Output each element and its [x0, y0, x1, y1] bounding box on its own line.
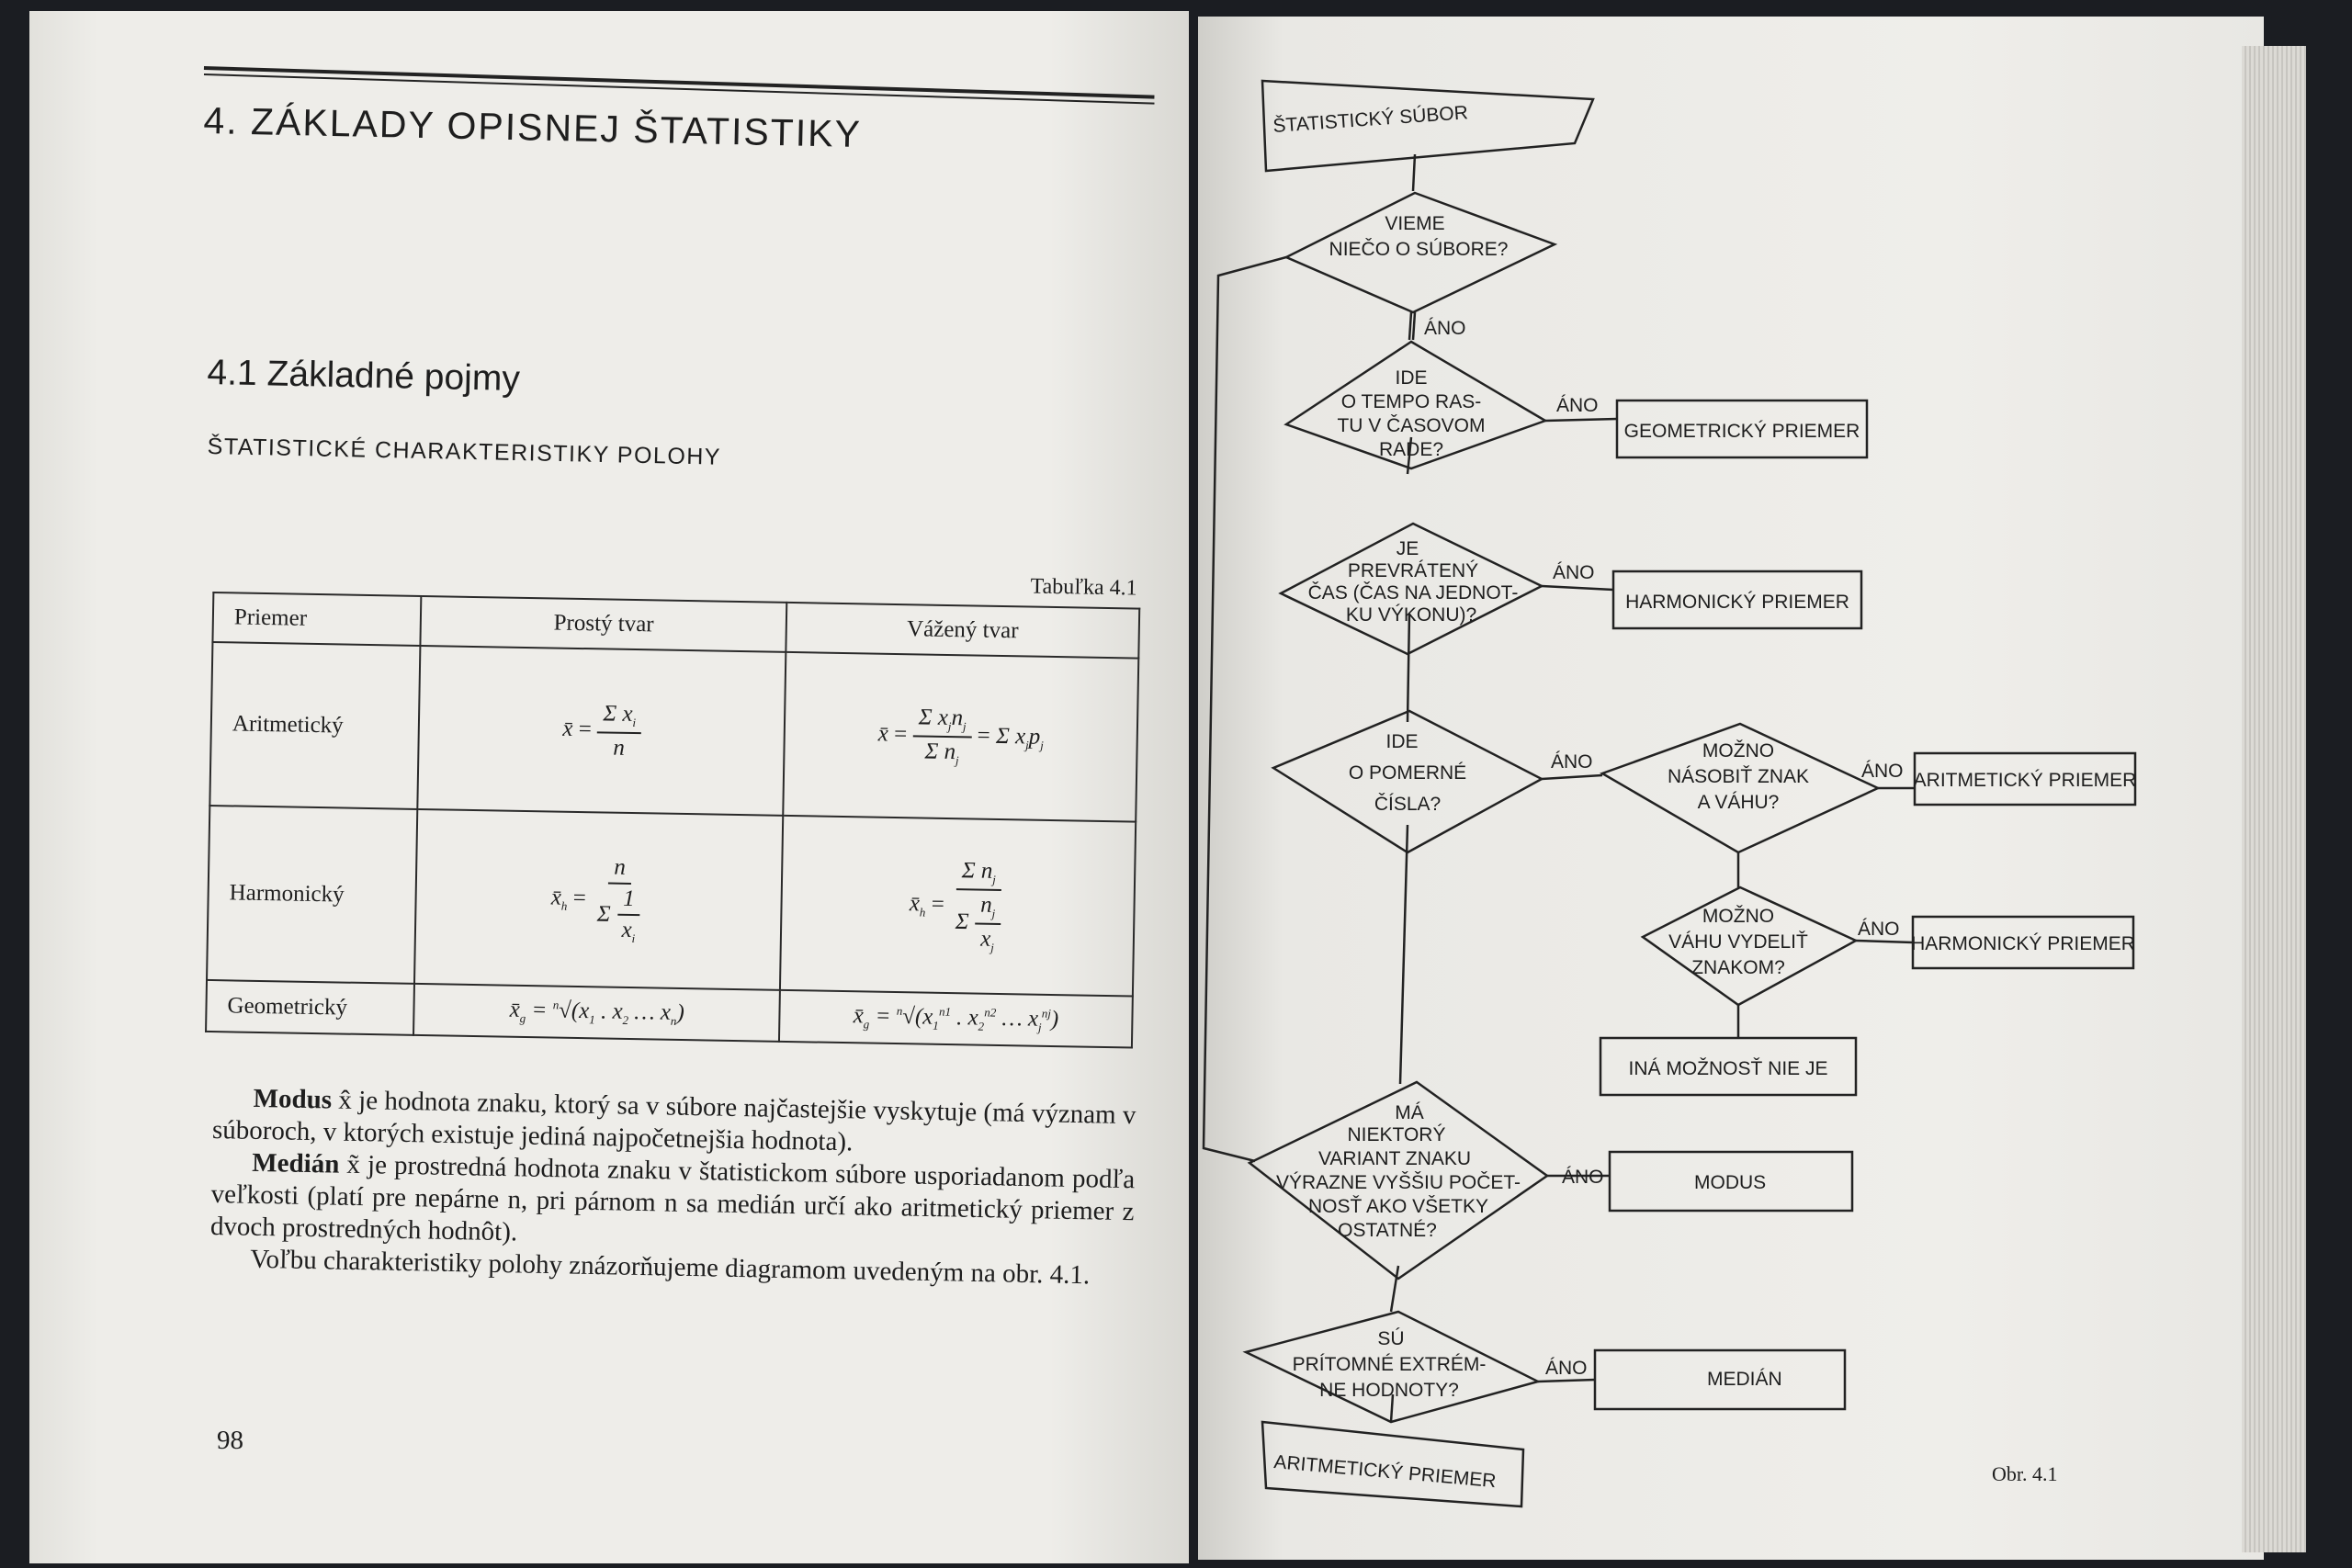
- q7-line-2: NIEKTORÝ: [1348, 1124, 1446, 1145]
- q8-line-1: SÚ: [1377, 1328, 1404, 1349]
- q1-diamond: [1283, 191, 1558, 314]
- start-box: [1261, 79, 1595, 173]
- q2-line-2: O TEMPO RAS-: [1341, 391, 1481, 412]
- q3-line-3: ČAS (ČAS NA JEDNOT-: [1308, 582, 1519, 604]
- end-box: [1261, 1420, 1525, 1508]
- r6-no-box: [1599, 1036, 1858, 1097]
- row-name-aritmeticky: Aritmetický: [209, 642, 421, 809]
- q5-line-3: A VÁHU?: [1698, 792, 1780, 813]
- stats-table: Priemer Prostý tvar Vážený tvar Aritmeti…: [205, 592, 1140, 1049]
- header-prosty-tvar: Prostý tvar: [420, 595, 787, 652]
- q7-line-5: NOSŤ AKO VŠETKY: [1308, 1196, 1488, 1217]
- page-edges: [2242, 46, 2306, 1552]
- r2-box: [1615, 399, 1869, 459]
- left-page: [29, 11, 1189, 1563]
- row-name-geometricky: Geometrický: [206, 979, 415, 1035]
- r6-box: [1911, 915, 2135, 970]
- q5-line-1: MOŽNO: [1702, 740, 1774, 761]
- r8-box: [1593, 1348, 1847, 1411]
- section-title: 4.1 Základné pojmy: [207, 353, 521, 400]
- q7-line-6: OSTATNÉ?: [1338, 1220, 1437, 1241]
- q4-diamond: [1271, 709, 1544, 854]
- q8-line-2: PRÍTOMNÉ EXTRÉM-: [1293, 1354, 1487, 1375]
- right-page: [1198, 17, 2264, 1560]
- q3-line-4: KU VÝKONU)?: [1346, 604, 1476, 626]
- q4-line-1: IDE: [1385, 731, 1418, 752]
- q2-diamond: [1283, 340, 1548, 470]
- r2-text: GEOMETRICKÝ PRIEMER: [1624, 421, 1860, 442]
- end-text: ARITMETICKÝ PRIEMER: [1273, 1451, 1498, 1492]
- q7-yes: ÁNO: [1562, 1167, 1604, 1188]
- formula-geometric-weighted: x̄g = n√(x1n1 . x2n2 … xjnj): [779, 989, 1133, 1048]
- q5-line-2: NÁSOBIŤ ZNAK: [1668, 766, 1809, 787]
- paragraph-median: Medián x̃ je prostredná hodnota znaku v …: [210, 1146, 1136, 1260]
- r8-text: MEDIÁN: [1707, 1369, 1782, 1390]
- q7-line-1: MÁ: [1395, 1102, 1424, 1123]
- q8-yes: ÁNO: [1545, 1358, 1588, 1379]
- q3-diamond: [1278, 522, 1544, 656]
- q6-line-2: VÁHU VYDELIŤ: [1668, 931, 1808, 953]
- q5-yes: ÁNO: [1861, 761, 1904, 782]
- q8-line-3: NE HODNOTY?: [1319, 1380, 1459, 1401]
- term-modus: Modus: [253, 1083, 333, 1115]
- q4-line-2: O POMERNÉ: [1349, 762, 1466, 784]
- q6-yes: ÁNO: [1858, 919, 1900, 940]
- q2-yes: ÁNO: [1556, 395, 1599, 416]
- q7-diamond: [1247, 1080, 1550, 1280]
- q1-line-1: VIEME: [1385, 213, 1444, 234]
- q3-line-2: PREVRÁTENÝ: [1348, 560, 1478, 581]
- q6-line-1: MOŽNO: [1702, 906, 1774, 927]
- body-text: Modus x̂ je hodnota znaku, ktorý sa v sú…: [209, 1082, 1136, 1292]
- q7-line-4: VÝRAZNE VYŠŠIU POČET-: [1276, 1172, 1521, 1193]
- q3-line-1: JE: [1396, 538, 1419, 559]
- r3-box: [1611, 570, 1863, 630]
- q4-line-3: ČÍSLA?: [1374, 794, 1441, 815]
- r5-text: ARITMETICKÝ PRIEMER: [1914, 770, 2137, 791]
- q3-yes: ÁNO: [1553, 562, 1595, 583]
- term-median: Medián: [252, 1147, 340, 1179]
- r6-no-text: INÁ MOŽNOSŤ NIE JE: [1628, 1058, 1827, 1079]
- q1-yes: ÁNO: [1424, 318, 1466, 339]
- text-median: x̃ je prostredná hodnota znaku v štatist…: [209, 1149, 1136, 1247]
- q2-line-1: IDE: [1395, 367, 1427, 389]
- q2-line-4: RADE?: [1379, 439, 1443, 460]
- r7-text: MODUS: [1694, 1172, 1766, 1193]
- table-label: Tabuľka 4.1: [1030, 574, 1137, 601]
- q1-line-2: NIEČO O SÚBORE?: [1329, 239, 1509, 260]
- q8-diamond: [1242, 1310, 1542, 1424]
- page-number: 98: [217, 1426, 243, 1455]
- figure-label: Obr. 4.1: [1992, 1462, 2058, 1485]
- q4-yes: ÁNO: [1551, 751, 1593, 773]
- formula-geometric-simple: x̄g = n√(x1 . x2 … xn): [413, 983, 781, 1042]
- row-name-harmonicky: Harmonický: [207, 805, 418, 984]
- header-vazeny-tvar: Vážený tvar: [786, 602, 1140, 659]
- q6-line-3: ZNAKOM?: [1691, 957, 1785, 978]
- flowchart-diagram: ŠTATISTICKÝ SÚBOR VIEME NIEČO O SÚBORE? …: [1202, 79, 2137, 1508]
- header-priemer: Priemer: [212, 592, 422, 646]
- start-text: ŠTATISTICKÝ SÚBOR: [1272, 102, 1469, 137]
- q7-line-3: VARIANT ZNAKU: [1318, 1148, 1471, 1169]
- r7-box: [1608, 1150, 1854, 1213]
- q2-line-3: TU V ČASOVOM: [1337, 415, 1485, 436]
- r5-box: [1913, 751, 2137, 807]
- r3-text: HARMONICKÝ PRIEMER: [1625, 592, 1849, 613]
- r6-text: HARMONICKÝ PRIEMER: [1911, 933, 2135, 954]
